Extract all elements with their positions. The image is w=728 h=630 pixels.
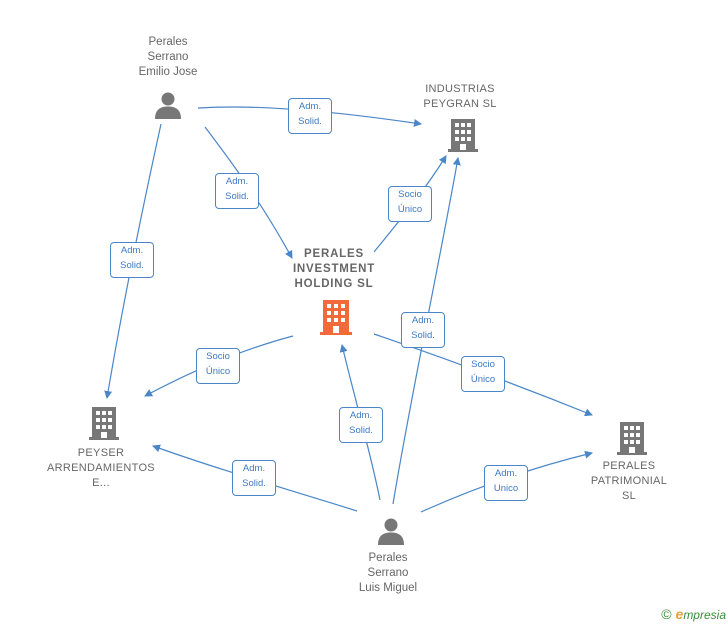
edge-label-line: Único xyxy=(470,374,496,385)
node-label-line: Luis Miguel xyxy=(358,582,418,594)
edge-label-line: Único xyxy=(205,366,231,377)
edge-label[interactable]: Adm. Solid. xyxy=(232,460,276,496)
edge-label-line: Unico xyxy=(493,483,519,494)
node-label-emilio[interactable]: Perales Serrano Emilio Jose xyxy=(118,35,218,80)
node-label-line: INVESTMENT xyxy=(292,263,376,275)
edge-label[interactable]: Adm. Solid. xyxy=(401,312,445,348)
edge-label-line: Adm. xyxy=(120,245,144,256)
building-icon-focus[interactable] xyxy=(319,299,353,335)
edge-label-line: Adm. xyxy=(225,176,249,187)
node-label-industrias[interactable]: INDUSTRIAS PEYGRAN SL xyxy=(405,82,515,112)
edge-label-line: Solid. xyxy=(120,260,144,271)
node-label-line: PEYSER xyxy=(77,447,125,459)
edge-label-line: Solid. xyxy=(225,191,249,202)
edge-label-line: Solid. xyxy=(298,116,322,127)
person-icon[interactable] xyxy=(376,516,406,546)
node-label-line: E... xyxy=(92,477,110,489)
node-label-patrimonial[interactable]: PERALES PATRIMONIAL SL xyxy=(584,459,674,504)
node-label-line: Serrano xyxy=(367,567,409,579)
edge-label[interactable]: Adm. Unico xyxy=(484,465,528,501)
edge-label-line: Socio xyxy=(398,189,422,200)
brand-name: mpresia xyxy=(683,608,726,622)
edge-label-line: Único xyxy=(397,204,423,215)
edge-label[interactable]: Socio Único xyxy=(461,356,505,392)
node-label-luis[interactable]: Perales Serrano Luis Miguel xyxy=(338,551,438,596)
edge-label[interactable]: Socio Único xyxy=(196,348,240,384)
node-label-holding[interactable]: PERALES INVESTMENT HOLDING SL xyxy=(276,247,392,292)
node-label-line: PEYGRAN SL xyxy=(423,98,497,110)
edge-label[interactable]: Adm. Solid. xyxy=(288,98,332,134)
node-label-peyser[interactable]: PEYSER ARRENDAMIENTOS E... xyxy=(38,446,164,491)
person-icon[interactable] xyxy=(153,90,183,120)
edge-label-line: Adm. xyxy=(494,468,518,479)
edge-label-line: Adm. xyxy=(349,410,373,421)
edge-label-line: Solid. xyxy=(242,478,266,489)
node-label-line: ARRENDAMIENTOS xyxy=(47,462,155,474)
edge-label-line: Adm. xyxy=(411,315,435,326)
node-label-line: INDUSTRIAS xyxy=(425,83,495,95)
edge-label-line: Socio xyxy=(206,351,230,362)
edge-label[interactable]: Adm. Solid. xyxy=(215,173,259,209)
node-label-line: HOLDING SL xyxy=(294,278,374,290)
node-label-line: Perales xyxy=(148,36,188,48)
node-label-line: Serrano xyxy=(147,51,189,63)
building-icon[interactable] xyxy=(447,118,479,152)
copyright-icon: © xyxy=(661,606,672,622)
node-label-line: PERALES xyxy=(304,248,364,260)
edge-label-line: Solid. xyxy=(349,425,373,436)
edge-label-line: Solid. xyxy=(411,330,435,341)
brand-logo: ©empresia xyxy=(661,606,726,622)
brand-initial: e xyxy=(675,606,684,622)
node-label-line: SL xyxy=(621,490,637,502)
edge-label[interactable]: Adm. Solid. xyxy=(339,407,383,443)
edge-label-line: Adm. xyxy=(298,101,322,112)
node-label-line: PERALES xyxy=(602,460,656,472)
node-label-line: Emilio Jose xyxy=(138,66,198,78)
edge-label-line: Adm. xyxy=(242,463,266,474)
building-icon[interactable] xyxy=(88,406,120,440)
edge-label[interactable]: Adm. Solid. xyxy=(110,242,154,278)
edge-label-line: Socio xyxy=(471,359,495,370)
edge-label[interactable]: Socio Único xyxy=(388,186,432,222)
building-icon[interactable] xyxy=(616,421,648,455)
node-label-line: Perales xyxy=(368,552,408,564)
node-label-line: PATRIMONIAL xyxy=(590,475,668,487)
